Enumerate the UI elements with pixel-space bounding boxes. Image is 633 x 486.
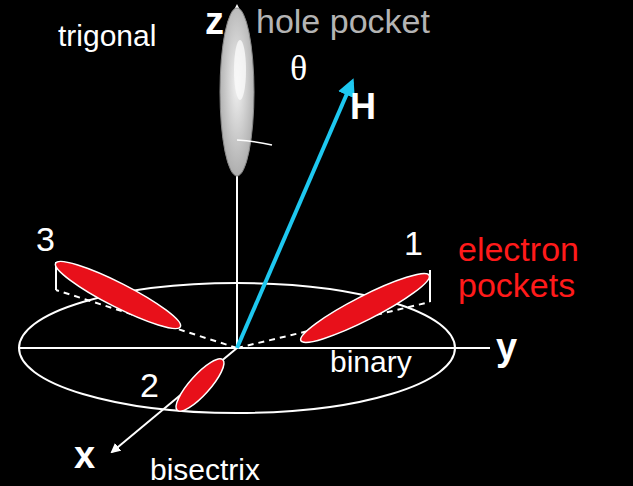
callout-number: 3 <box>36 222 55 258</box>
field-label: H <box>350 88 376 126</box>
callout-number: 1 <box>404 226 423 262</box>
electron-pocket <box>50 253 186 338</box>
electron-pocket <box>295 265 434 352</box>
y-axis <box>20 347 490 349</box>
axis-name: trigonal <box>58 20 156 52</box>
angle-label: θ <box>290 50 307 88</box>
pocket-label: electron pockets <box>458 232 623 303</box>
callout-number: 2 <box>140 368 159 404</box>
axis-label: y <box>496 328 517 368</box>
axis-name: bisectrix <box>150 454 260 486</box>
axis-label: z <box>205 2 224 42</box>
angle-arc <box>237 140 272 145</box>
hole-pocket-highlight <box>234 40 246 100</box>
axis-name: binary <box>330 346 412 378</box>
axis-label: x <box>74 436 95 476</box>
hole-pocket <box>220 8 254 176</box>
field-arrow <box>237 82 352 348</box>
electron-pocket <box>170 353 230 417</box>
x-axis <box>112 348 237 452</box>
pocket-label: hole pocket <box>256 4 430 40</box>
